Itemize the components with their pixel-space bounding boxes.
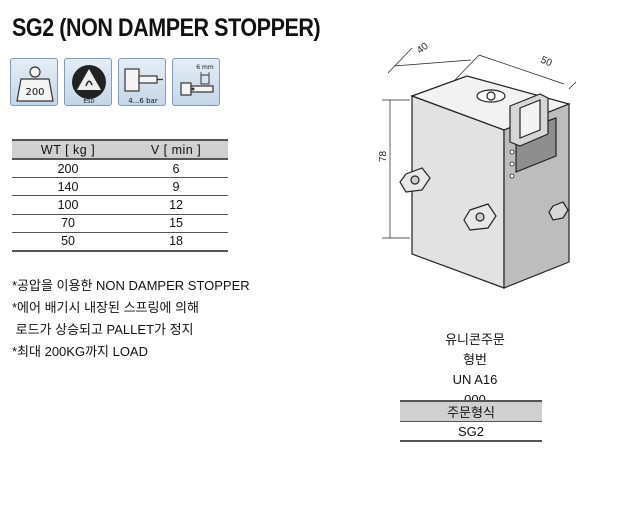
note-line: *공압을 이용한 NON DAMPER STOPPER [12, 278, 250, 293]
table-cell: 100 [12, 195, 125, 215]
table-row: 70 15 [12, 214, 228, 233]
air-pressure-icon-label: 4...6 bar [128, 97, 158, 105]
table-cell: 18 [124, 232, 228, 252]
table-cell: 50 [12, 232, 125, 252]
stroke-icon-label: 6 mm [196, 64, 214, 71]
feature-icons: 200 ESD 4...6 bar 6 mm [10, 58, 220, 106]
weight-icon-label: 200 [25, 87, 44, 98]
feature-notes: *공압을 이용한 NON DAMPER STOPPER *에어 배기시 내장된 … [12, 275, 250, 363]
order-type-table: 주문형식 SG2 [400, 400, 542, 442]
stroke-icon: 6 mm [172, 58, 220, 106]
table-cell: 200 [12, 159, 125, 179]
esd-icon-label: ESD [83, 99, 94, 105]
air-pressure-icon: 4...6 bar [118, 58, 166, 106]
table-cell: 70 [12, 214, 125, 233]
order-type-value: SG2 [400, 421, 542, 442]
order-code-block: 유니콘주문형번 UN A16 000 [440, 330, 510, 410]
page-title: SG2 (NON DAMPER STOPPER) [12, 14, 321, 42]
dim-height-label: 78 [378, 150, 389, 162]
table-cell: 140 [12, 177, 125, 197]
note-line: *에어 배기시 내장된 스프링에 의해 [12, 300, 199, 315]
esd-icon: ESD [64, 58, 112, 106]
table-cell: 6 [124, 159, 228, 179]
table-cell: 15 [124, 214, 228, 233]
weight-icon: 200 [10, 58, 58, 106]
dim-depth-label: 50 [539, 55, 554, 70]
order-code-label: 유니콘주문형번 [445, 332, 505, 367]
note-line: 로드가 상승되고 PALLET가 정지 [12, 322, 194, 337]
table-header-weight: WT [ kg ] [12, 139, 125, 160]
note-line: *최대 200KG까지 LOAD [12, 344, 148, 359]
order-type-header: 주문형식 [400, 400, 542, 422]
table-header-speed: V [ min ] [124, 139, 228, 160]
stopper-drawing: 40 50 78 [378, 41, 577, 289]
table-row: 140 9 [12, 177, 228, 197]
table-cell: 12 [124, 195, 228, 215]
table-row: 200 6 [12, 159, 228, 179]
table-row: 50 18 [12, 232, 228, 252]
speed-weight-table: WT [ kg ] V [ min ] 200 6 140 9 100 12 7… [12, 139, 228, 252]
dim-width-label: 40 [415, 41, 431, 57]
table-cell: 9 [124, 177, 228, 197]
table-row: 100 12 [12, 195, 228, 215]
